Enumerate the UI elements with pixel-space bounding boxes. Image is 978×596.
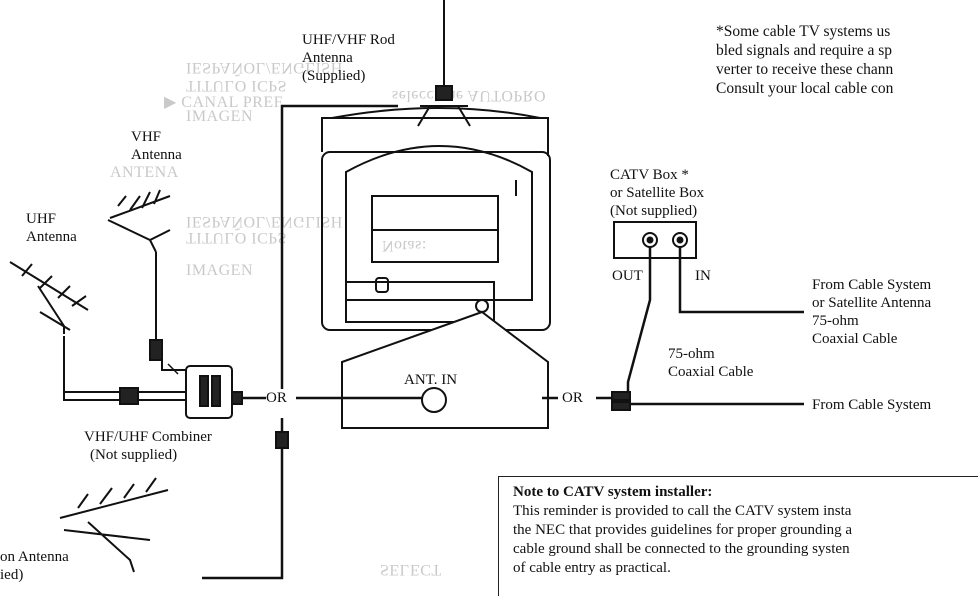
combiner-output xyxy=(231,391,243,405)
or-left-label: OR xyxy=(266,389,287,407)
bleed-text: IMAGEN xyxy=(186,262,253,279)
tv-body xyxy=(321,151,551,331)
combiner-arrow xyxy=(167,363,179,375)
combo-antenna-elements xyxy=(59,477,169,519)
combiner-vhf-input xyxy=(161,360,186,371)
combiner-label: VHF/UHF Combiner(Not supplied) xyxy=(84,429,212,463)
installer-note-line: of cable entry as practical. xyxy=(513,560,671,576)
tv-terminal-housing xyxy=(345,281,495,323)
catv-in-cable xyxy=(678,247,804,314)
vhf-elements xyxy=(109,189,171,219)
catv-box-label: CATV Box *or Satellite Box(Not supplied) xyxy=(610,167,705,219)
tv-rear-top xyxy=(321,117,549,156)
uhf-plug xyxy=(119,387,139,405)
uhf-boom xyxy=(37,285,71,334)
tv-back-cover xyxy=(345,145,533,301)
vhf-plug xyxy=(149,339,163,361)
combo-antenna-boom xyxy=(63,521,151,573)
bleed-text: IMAGEN xyxy=(186,108,253,125)
tv-port xyxy=(375,277,389,293)
bleed-text: ▶ CANAL PREF. xyxy=(164,94,287,111)
rod-antenna-base xyxy=(435,85,453,101)
tv-rear-curve xyxy=(331,107,541,119)
installer-note-line: This reminder is provided to call the CA… xyxy=(513,503,852,519)
from-cable-system-label: From Cable System xyxy=(812,397,932,413)
ant-in-label: ANT. IN xyxy=(404,372,458,388)
catv-plug-a xyxy=(611,391,631,401)
installer-note-line: cable ground shall be connected to the g… xyxy=(513,541,850,557)
catv-box xyxy=(613,221,697,259)
catv-plug-b xyxy=(611,401,631,411)
in-label: IN xyxy=(695,268,711,284)
installer-note: Note to CATV system installer: This remi… xyxy=(498,476,978,596)
catv-out-cable xyxy=(626,247,652,396)
installer-note-title: Note to CATV system installer: xyxy=(513,484,713,500)
vhf-boom xyxy=(107,219,171,253)
combo-antenna-cable xyxy=(202,418,284,580)
ant-in-jack xyxy=(421,387,447,413)
or-right-label: OR xyxy=(562,390,583,406)
rod-antenna-cable xyxy=(280,104,398,398)
installer-note-line: the NEC that provides guidelines for pro… xyxy=(513,522,853,538)
uhf-elements xyxy=(9,261,89,311)
out-label: OUT xyxy=(612,268,643,284)
tv-ant-jack xyxy=(475,299,489,313)
bleed-text: ANTENA xyxy=(110,164,179,181)
combo-cable-plug xyxy=(275,431,289,449)
